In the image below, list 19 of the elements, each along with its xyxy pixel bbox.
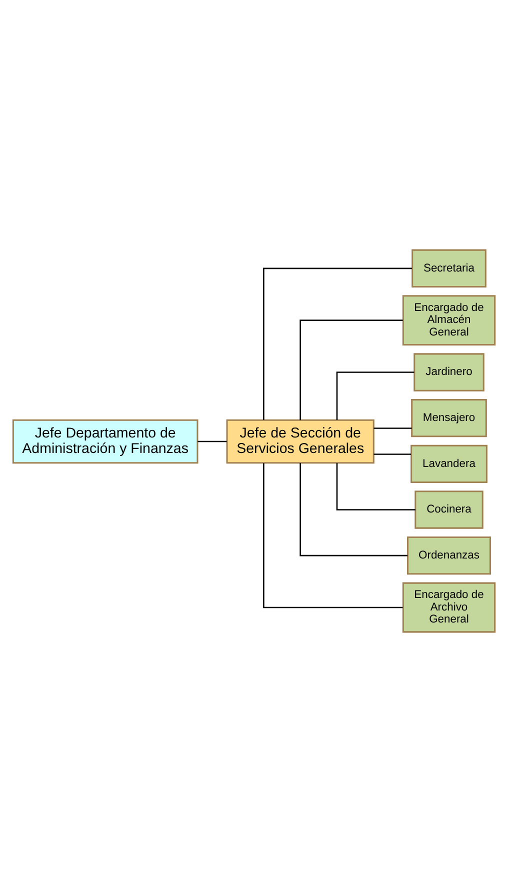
connector	[336, 463, 415, 510]
connector	[336, 372, 414, 420]
node-box: Encargado de Archivo General	[402, 582, 496, 633]
node-box: Cocinera	[414, 490, 483, 529]
node-box: Jardinero	[413, 353, 484, 392]
connector	[197, 440, 226, 442]
node-box: Secretaria	[411, 249, 486, 288]
node-box: Jefe Departamento de Administración y Finanzas	[12, 419, 198, 464]
connector	[299, 320, 402, 420]
connector	[373, 454, 410, 455]
connector	[262, 268, 412, 420]
node-box: Mensajero	[410, 399, 486, 438]
node-box: Ordenanzas	[406, 536, 490, 575]
connector	[373, 428, 412, 429]
node-box: Jefe de Sección de Servicios Generales	[226, 419, 374, 464]
node-box: Encargado de Almacén General	[402, 295, 496, 346]
connector	[299, 462, 408, 556]
node-box: Lavandera	[410, 444, 487, 483]
connector	[262, 463, 402, 608]
